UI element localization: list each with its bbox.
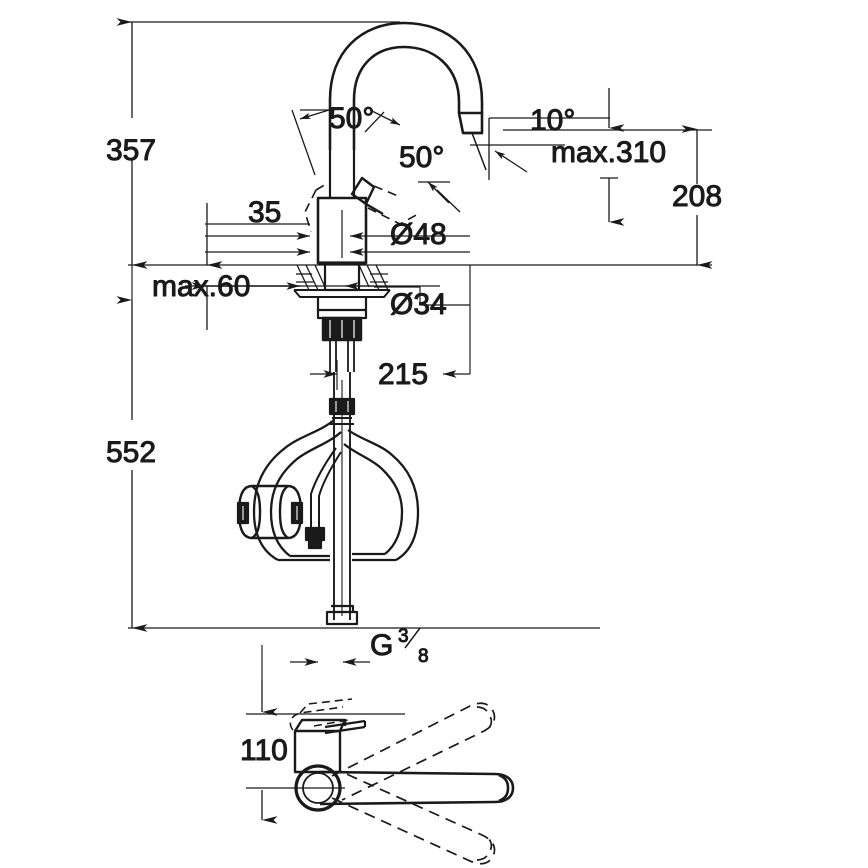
mounting-washer [293, 289, 391, 298]
mounting-hatching [296, 264, 389, 291]
pullout-hose-right [343, 429, 420, 562]
dimension-max310-arrow-lower [600, 177, 625, 226]
inner-hose [310, 447, 342, 528]
plan-swivel-pivot-inner [302, 772, 334, 804]
dimension-thread-denominator: 8 [418, 646, 429, 667]
tube-connector-upper [328, 397, 356, 416]
plan-handle-cap-ghost [289, 698, 353, 731]
hose-junction [330, 417, 354, 425]
plan-spout-arm [319, 770, 515, 806]
shank-lower [316, 297, 368, 320]
plan-swivel-pivot [294, 764, 342, 812]
plan-handle-lever-top [324, 719, 367, 735]
lever-handle-ghost-left [304, 182, 329, 233]
dimension-35-label: 35 [248, 196, 281, 229]
fraction-slash [404, 627, 421, 649]
plan-handle-block [293, 718, 347, 774]
tube-connector-upper-ribs [335, 401, 349, 412]
dimension-50deg-right-arrow [364, 109, 450, 204]
spout-goose-neck [328, 21, 484, 150]
dimension-215-label: 215 [378, 358, 428, 391]
tube-connector-lower [325, 604, 359, 626]
spout-aerator [457, 111, 484, 135]
dimension-max310-label: max.310 [551, 136, 666, 169]
hose-stub [329, 340, 355, 372]
aerator-center-line [471, 132, 487, 171]
dimension-552-label: 552 [106, 436, 156, 469]
dimension-50deg-left-arrow [291, 109, 330, 176]
dimension-357-label: 357 [106, 134, 156, 167]
dimension-208-label: 208 [672, 180, 722, 213]
tap-column [328, 150, 356, 198]
hose-counterweight [237, 484, 303, 540]
dimension-10deg-label: 10° [530, 104, 575, 137]
plan-spout-arm-ghost-up [331, 702, 496, 801]
lever-handle-ghost-right [367, 185, 419, 225]
dimension-50deg-right-label: 50° [399, 141, 444, 174]
dimension-thread-G: G [370, 629, 393, 662]
dimension-thread-numerator: 3 [398, 626, 409, 647]
plan-spout-arm-ghost-down [331, 771, 496, 865]
dimension-50deg-right-leader [436, 189, 461, 213]
dimension-d34-label: Ø34 [390, 288, 447, 321]
nut-grooves [329, 320, 355, 338]
counterweight-clamp-slots [242, 506, 298, 520]
inner-hose-fitting [304, 526, 326, 550]
lever-handle [350, 176, 384, 216]
dimension-d48-label: Ø48 [390, 218, 447, 251]
dimension-10deg-arrow [488, 118, 528, 180]
dimension-110-label: 110 [240, 734, 288, 767]
